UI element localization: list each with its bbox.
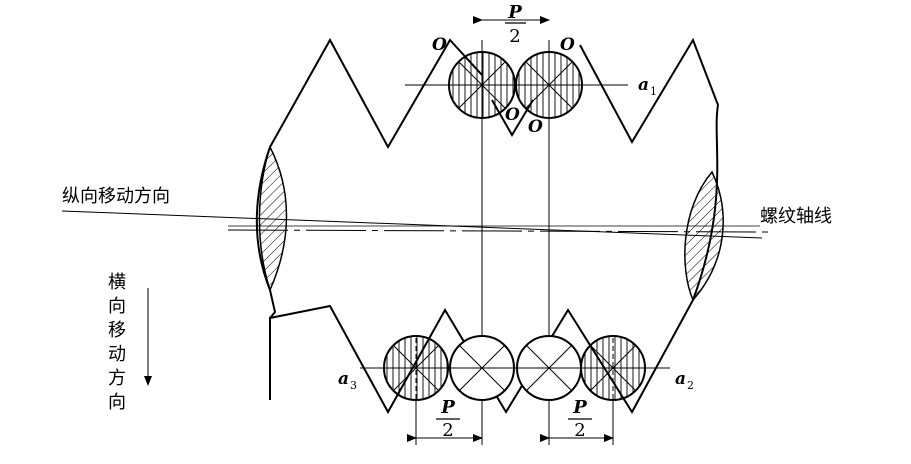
longitudinal-direction-line bbox=[61, 210, 763, 239]
transverse-char: 横 bbox=[108, 272, 126, 293]
transverse-char: 向 bbox=[108, 296, 126, 317]
o-label-bottom-left: O bbox=[505, 105, 520, 125]
transverse-char: 方 bbox=[108, 368, 126, 389]
bottom-right-p-label: P bbox=[572, 397, 587, 418]
top-p-label: P bbox=[507, 2, 522, 23]
thread-axis-label: 螺纹轴线 bbox=[760, 206, 832, 227]
left-break-section bbox=[258, 145, 288, 293]
o-label-bottom-right: O bbox=[528, 117, 543, 137]
bottom-left-two-label: 2 bbox=[442, 420, 453, 441]
transverse-direction-label: 横 向 移 动 方 向 bbox=[108, 272, 126, 413]
top-thread-profile-left bbox=[269, 37, 483, 150]
bottom-right-two-label: 2 bbox=[574, 420, 585, 441]
a1-label: a bbox=[638, 75, 649, 95]
o-label-top-right: O bbox=[560, 35, 575, 55]
transverse-char: 移 bbox=[108, 320, 126, 341]
bottom-left-p-label: P bbox=[440, 397, 455, 418]
thread-axis-line bbox=[227, 229, 769, 233]
a3-subscript: 3 bbox=[350, 379, 357, 392]
longitudinal-direction-label: 纵向移动方向 bbox=[62, 186, 170, 207]
transverse-char: 向 bbox=[108, 392, 126, 413]
a2-subscript: 2 bbox=[687, 379, 694, 392]
a1-subscript: 1 bbox=[650, 85, 657, 98]
top-thread-profile-right bbox=[579, 37, 719, 145]
a3-label: a bbox=[338, 369, 349, 389]
transverse-char: 动 bbox=[108, 344, 126, 365]
a2-label: a bbox=[675, 369, 686, 389]
top-two-label: 2 bbox=[509, 26, 520, 47]
o-label-top-left: O bbox=[432, 35, 447, 55]
